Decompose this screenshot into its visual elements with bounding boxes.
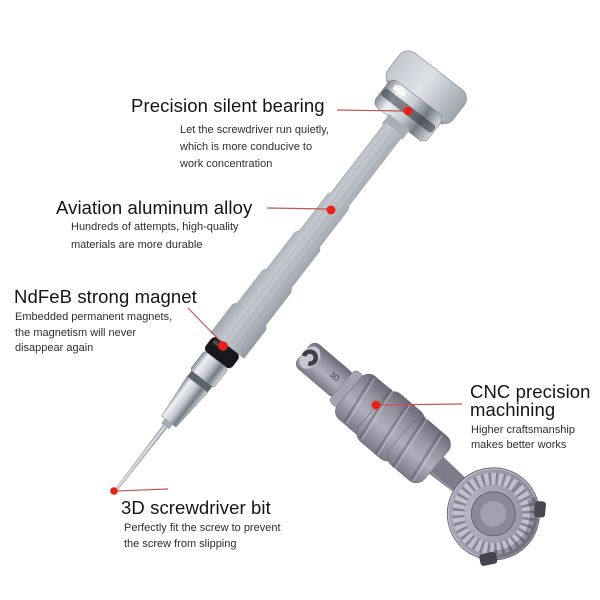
desc-line: Hundreds of attempts, high-quality xyxy=(71,221,239,233)
desc-line: which is more conducive to xyxy=(180,141,313,153)
desc-line: work concentration xyxy=(180,158,273,170)
callout-markers xyxy=(110,106,463,495)
desc-line: Let the screwdriver run quietly, xyxy=(180,124,329,136)
shaft-texture xyxy=(225,128,399,347)
callout-line-bearing xyxy=(336,109,405,112)
callout-dot-bit xyxy=(110,487,118,495)
callout-alloy-title: Aviation aluminum alloy xyxy=(56,197,253,218)
callout-bearing-title: Precision silent bearing xyxy=(131,95,325,116)
shaft-neck xyxy=(381,114,410,140)
desc-line: makes better works xyxy=(471,439,567,451)
handle-grooves xyxy=(343,376,441,480)
handle-screwdriver: 3D xyxy=(295,342,546,566)
callout-dot-magnet xyxy=(218,341,228,351)
magnet-ring xyxy=(204,337,239,369)
collet-taper xyxy=(161,376,209,428)
desc-line: Higher craftsmanship xyxy=(471,424,575,436)
dial-slot-right xyxy=(534,501,546,518)
callout-line-alloy xyxy=(266,207,328,210)
collet-groove xyxy=(187,370,213,393)
handle-groove-highlights xyxy=(346,378,443,482)
dial-rim-edge xyxy=(447,468,539,560)
desc-line: Embedded permanent magnets, xyxy=(15,311,173,323)
dial-hub-inner xyxy=(480,500,507,527)
desc-line: the magnetism will never xyxy=(15,326,137,339)
callout-line-cnc xyxy=(379,403,463,406)
desc-line: the screw from slipping xyxy=(124,537,237,550)
desc-line: Perfectly fit the screw to prevent xyxy=(124,522,281,534)
callout-dot-cnc xyxy=(371,400,381,410)
bit-collar xyxy=(161,418,173,430)
callout-line-magnet xyxy=(187,307,222,343)
dial-side-shadow xyxy=(447,468,539,560)
callout-dot-alloy xyxy=(326,205,336,215)
callout-dot-bearing xyxy=(403,106,413,116)
handle-shaft-highlight xyxy=(431,472,457,495)
callout-alloy-description: Hundreds of attempts, high-quality mater… xyxy=(71,219,239,254)
clamp-c-slot xyxy=(301,349,319,366)
magnet-ring-glint xyxy=(212,340,221,347)
callout-bit-description: Perfectly fit the screw to prevent the s… xyxy=(124,521,281,552)
callout-magnet-title: NdFeB strong magnet xyxy=(14,286,197,307)
main-screwdriver xyxy=(115,50,467,490)
callout-bit-title: 3D screwdriver bit xyxy=(121,497,271,518)
callout-cnc-title: CNC precision machining xyxy=(470,381,591,420)
desc-line: disappear again xyxy=(15,342,94,354)
callout-magnet-description: Embedded permanent magnets, the magnetis… xyxy=(15,310,172,357)
aluminum-shaft xyxy=(210,121,404,359)
dial-slot-left xyxy=(479,551,498,566)
callout-cnc-description: Higher craftsmanship makes better works xyxy=(471,423,575,453)
callout-line-bit xyxy=(115,488,169,492)
bearing-ring-glint xyxy=(393,84,407,97)
callout-bearing-description: Let the screwdriver run quietly, which i… xyxy=(180,122,329,173)
dial-knurl-ticks xyxy=(452,472,535,555)
bit-highlight xyxy=(118,427,164,487)
desc-line: materials are more durable xyxy=(71,238,203,251)
